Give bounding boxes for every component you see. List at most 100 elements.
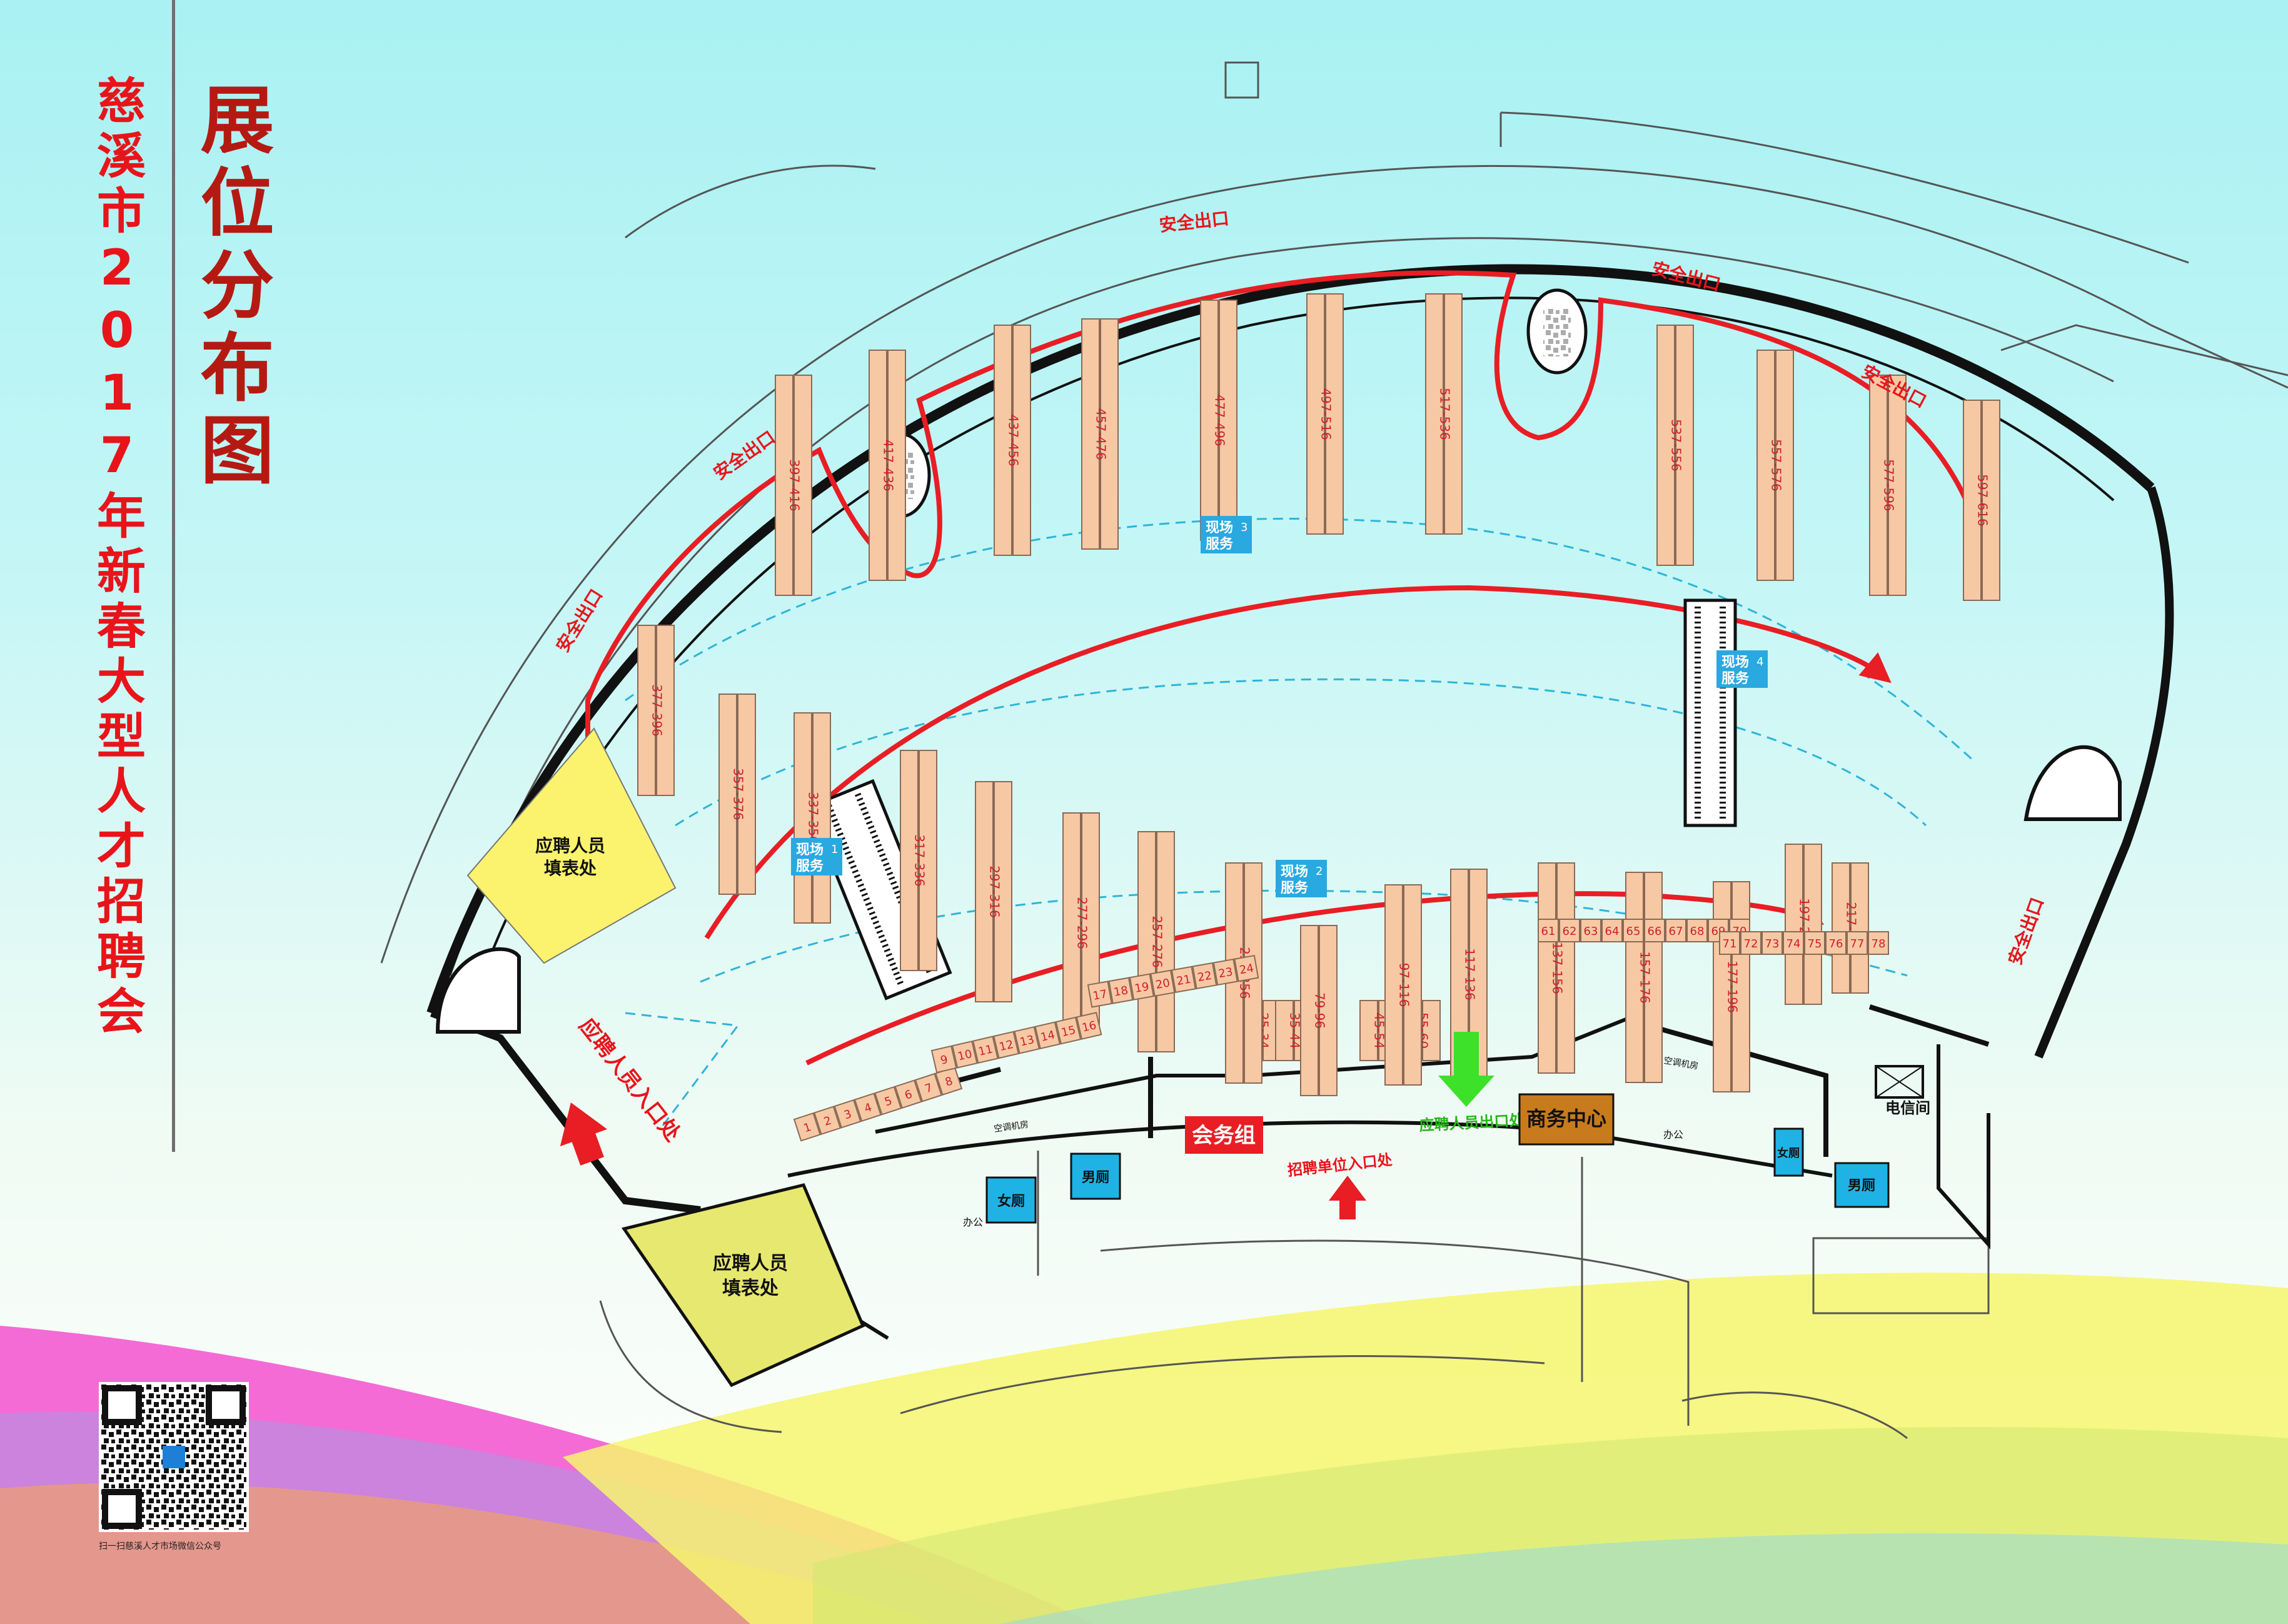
booth-number: 71 bbox=[1723, 937, 1737, 951]
fill-form-area-upper: 应聘人员 填表处 bbox=[466, 727, 677, 964]
safety-exit-label: 安全出口 bbox=[1158, 208, 1230, 236]
booth-number: 20 bbox=[1154, 976, 1171, 992]
booth-column: 577-596 bbox=[1869, 375, 1907, 596]
safety-exit-label: 安全出口 bbox=[552, 585, 607, 655]
booth-column: 277-296 bbox=[1062, 812, 1100, 1034]
booth-number: 72 bbox=[1744, 937, 1758, 951]
booth-number: 9 bbox=[939, 1053, 949, 1067]
ac-room-label: 空调机房 bbox=[993, 1119, 1029, 1134]
booth-column: 397-416 bbox=[775, 375, 812, 596]
booth-number-range: 477-496 bbox=[1212, 394, 1227, 446]
svg-text:会务组: 会务组 bbox=[1192, 1123, 1256, 1148]
booth-number-range: 557-576 bbox=[1769, 439, 1784, 492]
service-point-number: 1 bbox=[831, 843, 838, 856]
booth-number-range: 537-556 bbox=[1669, 419, 1684, 472]
escalator-icon bbox=[1683, 598, 1737, 827]
booth-column: 557-576 bbox=[1756, 350, 1794, 581]
booth-number: 16 bbox=[1081, 1019, 1097, 1035]
svg-text:服务: 服务 bbox=[796, 859, 824, 874]
event-title: 慈溪市2017年新春大型人才招聘会 bbox=[89, 75, 145, 1041]
booth-number: 73 bbox=[1765, 937, 1780, 951]
booth-number-range: 277-296 bbox=[1075, 897, 1090, 949]
booth-number-range: 297-316 bbox=[987, 865, 1002, 918]
booth-column: 97-116 bbox=[1384, 884, 1422, 1086]
svg-text:女厕: 女厕 bbox=[997, 1193, 1025, 1209]
booth-column: 79-96 bbox=[1300, 925, 1338, 1096]
booth-number: 24 bbox=[1238, 962, 1254, 977]
booth-number: 11 bbox=[977, 1042, 994, 1059]
svg-text:应聘人员: 应聘人员 bbox=[713, 1253, 788, 1274]
booth-column: 297-316 bbox=[975, 781, 1012, 1002]
booth-number: 74 bbox=[1787, 937, 1801, 951]
booth-number: 18 bbox=[1113, 984, 1129, 999]
map-title: 展位分布图 bbox=[188, 81, 274, 494]
booth-column: 497-516 bbox=[1306, 293, 1344, 535]
ac-room-label: 空调机房 bbox=[1663, 1056, 1699, 1071]
svg-text:现场: 现场 bbox=[1281, 864, 1308, 880]
booth-number: 10 bbox=[957, 1047, 974, 1064]
booth-number: 21 bbox=[1176, 972, 1192, 988]
svg-text:服务: 服务 bbox=[1281, 880, 1309, 896]
booth-number-range: 45-54 bbox=[1372, 1012, 1387, 1049]
booth-number-range: 497-516 bbox=[1319, 388, 1334, 440]
booth-number: 76 bbox=[1829, 937, 1843, 951]
qr-caption: 扫一扫慈溪人才市场微信公众号 bbox=[99, 1541, 221, 1551]
down-arrow-icon bbox=[1438, 1032, 1494, 1107]
booth-number-range: 397-416 bbox=[787, 459, 802, 512]
svg-text:男厕: 男厕 bbox=[1848, 1178, 1875, 1194]
recruiter-entrance-label: 招聘单位入口处 bbox=[1287, 1151, 1393, 1179]
booth-number-range: 157-176 bbox=[1638, 951, 1653, 1004]
booth-column: 137-156 bbox=[1538, 862, 1575, 1074]
electric-room-label: 电信间 bbox=[1885, 1099, 1930, 1117]
site-outline bbox=[380, 61, 2288, 1440]
qr-code-icon bbox=[99, 1382, 249, 1532]
booth-number: 12 bbox=[998, 1038, 1015, 1054]
svg-text:服务: 服务 bbox=[1721, 671, 1750, 687]
booth-number: 61 bbox=[1541, 925, 1556, 938]
booth-number-range: 377-396 bbox=[650, 684, 665, 737]
booth-number-range: 417-436 bbox=[881, 439, 896, 492]
booth-number: 14 bbox=[1039, 1028, 1056, 1044]
wechat-qr-block: 扫一扫慈溪人才市场微信公众号 bbox=[99, 1382, 249, 1552]
booth-number: 77 bbox=[1850, 937, 1865, 951]
booth-column: 197-216 bbox=[1785, 844, 1822, 1005]
booth-number-range: 177-196 bbox=[1725, 961, 1740, 1013]
booth-number-range: 79-96 bbox=[1313, 992, 1328, 1029]
booth-number: 66 bbox=[1648, 925, 1662, 938]
booth-number: 17 bbox=[1092, 987, 1108, 1003]
booth-number: 23 bbox=[1217, 966, 1234, 981]
office-label: 办公 bbox=[963, 1216, 983, 1228]
svg-text:现场: 现场 bbox=[796, 842, 824, 858]
title-divider bbox=[172, 0, 175, 1152]
booth-number-range: 137-156 bbox=[1550, 942, 1565, 994]
svg-text:商务中心: 商务中心 bbox=[1526, 1107, 1606, 1131]
svg-text:女厕: 女厕 bbox=[1777, 1146, 1800, 1160]
booth-number: 13 bbox=[1019, 1033, 1036, 1049]
booth-column: 217-236 bbox=[1832, 862, 1869, 994]
booth-number-range: 357-376 bbox=[731, 768, 746, 820]
booth-number-range: 517-536 bbox=[1438, 388, 1453, 440]
background-swooshes bbox=[0, 1273, 2288, 1624]
booth-column: 417-436 bbox=[869, 350, 906, 581]
svg-text:填表处: 填表处 bbox=[544, 858, 597, 879]
fill-form-area-lower: 应聘人员 填表处 bbox=[621, 1183, 865, 1388]
svg-text:应聘人员: 应聘人员 bbox=[535, 835, 605, 856]
booth-number-range: 35-44 bbox=[1288, 1012, 1303, 1049]
male-restroom bbox=[1834, 1162, 1890, 1208]
booth-number: 63 bbox=[1584, 925, 1598, 938]
booth-number-range: 317-336 bbox=[912, 834, 927, 887]
svg-text:填表处: 填表处 bbox=[722, 1278, 779, 1299]
svg-text:服务: 服务 bbox=[1206, 537, 1234, 552]
booth-number: 67 bbox=[1669, 925, 1683, 938]
booth-column: 317-336 bbox=[900, 750, 937, 971]
up-arrow-icon bbox=[560, 1102, 608, 1166]
